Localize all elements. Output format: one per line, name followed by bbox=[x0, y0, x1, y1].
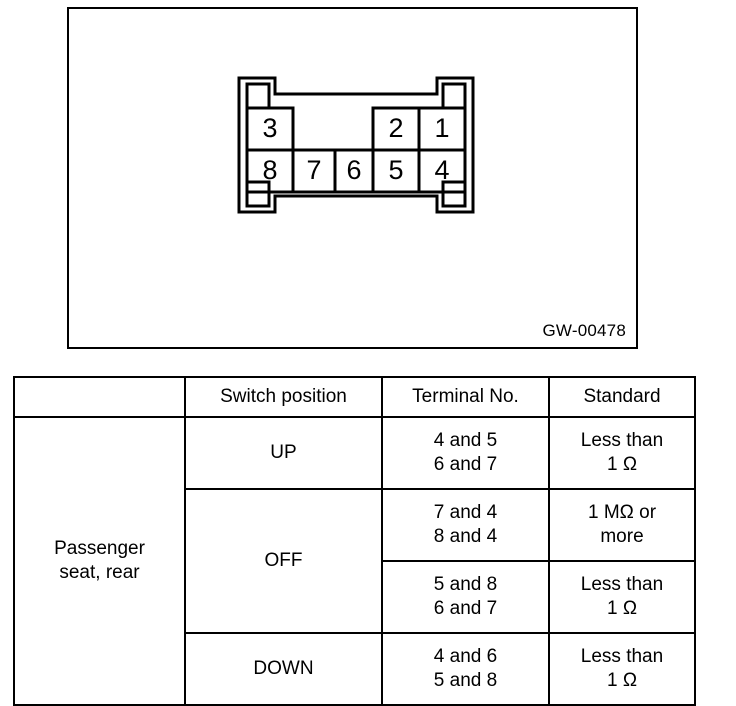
table-header-row: Switch position Terminal No. Standard bbox=[13, 376, 696, 418]
connector-housing-outline bbox=[237, 76, 475, 214]
terminal-cell: 4 and 6 5 and 8 bbox=[381, 632, 550, 706]
pin-label-1: 1 bbox=[434, 113, 449, 143]
standard-line-2: 1 Ω bbox=[606, 454, 638, 475]
table-row: DOWN 4 and 6 5 and 8 Less than 1 Ω bbox=[14, 632, 696, 706]
terminal-line-1: 4 and 5 bbox=[433, 429, 498, 451]
pin-label-8: 8 bbox=[262, 155, 277, 185]
pin-label-4: 4 bbox=[434, 155, 449, 185]
component-label-line2: seat, rear bbox=[59, 562, 140, 583]
terminal-line-1: 5 and 8 bbox=[433, 573, 498, 595]
connector-pinout-drawing: 3 2 1 8 7 6 5 4 bbox=[231, 70, 481, 220]
standard-line-2: 1 Ω bbox=[606, 670, 638, 691]
header-terminal-no: Terminal No. bbox=[381, 376, 550, 418]
inspection-standard-table: Switch position Terminal No. Standard Pa… bbox=[13, 376, 696, 706]
terminal-cell: 4 and 5 6 and 7 bbox=[381, 416, 550, 490]
standard-line-2: more bbox=[600, 526, 644, 547]
header-standard: Standard bbox=[548, 376, 696, 418]
standard-line-1: Less than bbox=[580, 645, 664, 667]
component-label-line1: Passenger bbox=[54, 537, 145, 559]
component-cell: Passenger seat, rear bbox=[13, 416, 186, 706]
standard-line-1: Less than bbox=[580, 429, 664, 451]
header-switch-position: Switch position bbox=[184, 376, 383, 418]
pin-label-6: 6 bbox=[346, 155, 361, 185]
corner-tab-bottom-left bbox=[245, 180, 271, 208]
standard-line-1: 1 MΩ or bbox=[587, 501, 657, 523]
connector-svg: 3 2 1 8 7 6 5 4 bbox=[237, 76, 475, 214]
pin-label-3: 3 bbox=[262, 113, 277, 143]
standard-line-1: Less than bbox=[580, 573, 664, 595]
terminal-line-2: 8 and 4 bbox=[433, 526, 498, 547]
standard-line-2: 1 Ω bbox=[606, 598, 638, 619]
standard-cell: Less than 1 Ω bbox=[548, 560, 696, 634]
standard-cell: Less than 1 Ω bbox=[548, 416, 696, 490]
terminal-line-1: 4 and 6 bbox=[433, 645, 498, 667]
corner-tab-top-right bbox=[441, 82, 467, 110]
terminal-line-2: 5 and 8 bbox=[433, 670, 498, 691]
table-row: OFF 7 and 4 8 and 4 1 MΩ or more bbox=[14, 488, 696, 634]
terminal-cell: 7 and 4 8 and 4 bbox=[381, 488, 550, 562]
terminal-line-2: 6 and 7 bbox=[433, 598, 498, 619]
corner-tab-top-left bbox=[245, 82, 271, 110]
pin-label-2: 2 bbox=[388, 113, 403, 143]
pin-cell-4 bbox=[417, 148, 467, 194]
pin-label-7: 7 bbox=[306, 155, 321, 185]
standard-cell: 1 MΩ or more bbox=[548, 488, 696, 562]
diagram-reference-code: GW-00478 bbox=[542, 321, 626, 340]
corner-tab-bottom-right bbox=[441, 180, 467, 208]
pin-label-5: 5 bbox=[388, 155, 403, 185]
header-component bbox=[13, 376, 186, 418]
standard-cell: Less than 1 Ω bbox=[548, 632, 696, 706]
terminal-line-1: 7 and 4 bbox=[433, 501, 498, 523]
switch-position-off: OFF bbox=[184, 488, 383, 634]
switch-position-down: DOWN bbox=[184, 632, 383, 706]
connector-diagram-panel: 3 2 1 8 7 6 5 4 GW-00478 bbox=[67, 7, 638, 349]
switch-position-up: UP bbox=[184, 416, 383, 490]
table-row: 5 and 8 6 and 7 Less than 1 Ω bbox=[14, 560, 696, 634]
terminal-line-2: 6 and 7 bbox=[433, 454, 498, 475]
terminal-cell: 5 and 8 6 and 7 bbox=[381, 560, 550, 634]
table-row: Passenger seat, rear UP 4 and 5 6 and 7 … bbox=[13, 416, 696, 706]
